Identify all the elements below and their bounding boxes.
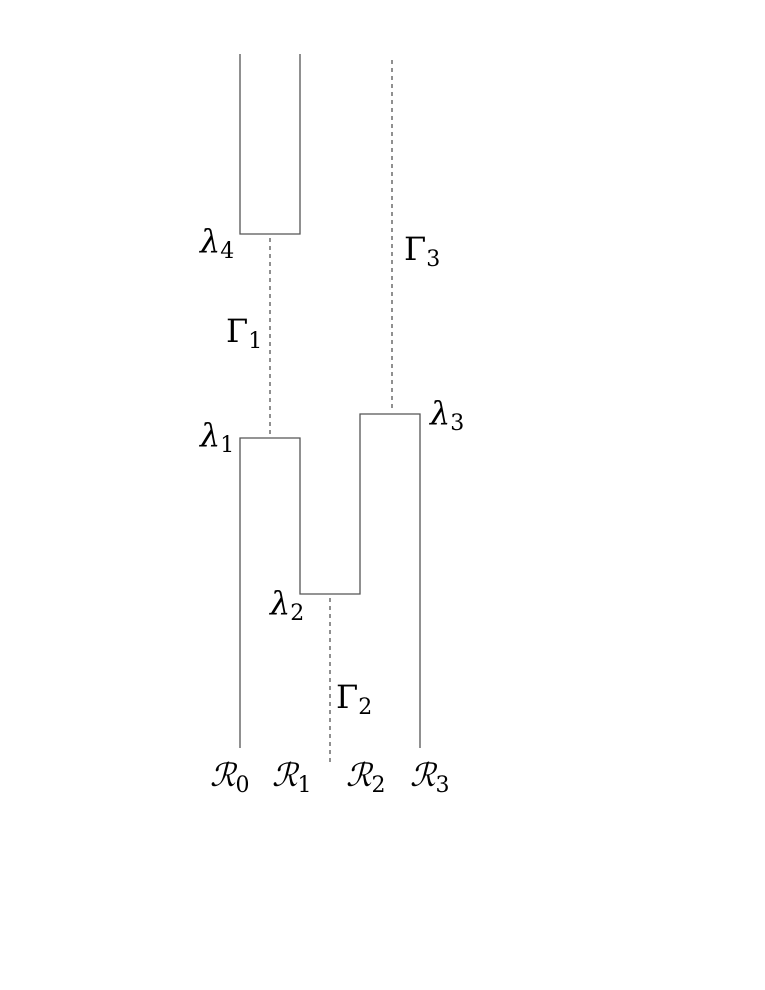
gamma1-label: Γ1 [226,312,262,354]
r3-label: ℛ3 [410,756,450,798]
lambda4-label: λ4 [198,222,234,264]
lower-contour [239,413,421,748]
gamma2-label: Γ2 [336,678,372,720]
r1-label: ℛ1 [272,756,312,798]
r2-label: ℛ2 [346,756,386,798]
r0-label: ℛ0 [210,756,250,798]
lambda3-label: λ3 [428,394,464,436]
lambda1-label: λ1 [198,416,234,458]
gamma3-label: Γ3 [404,230,440,272]
lambda2-label: λ2 [268,584,304,626]
top-contour [239,54,301,235]
